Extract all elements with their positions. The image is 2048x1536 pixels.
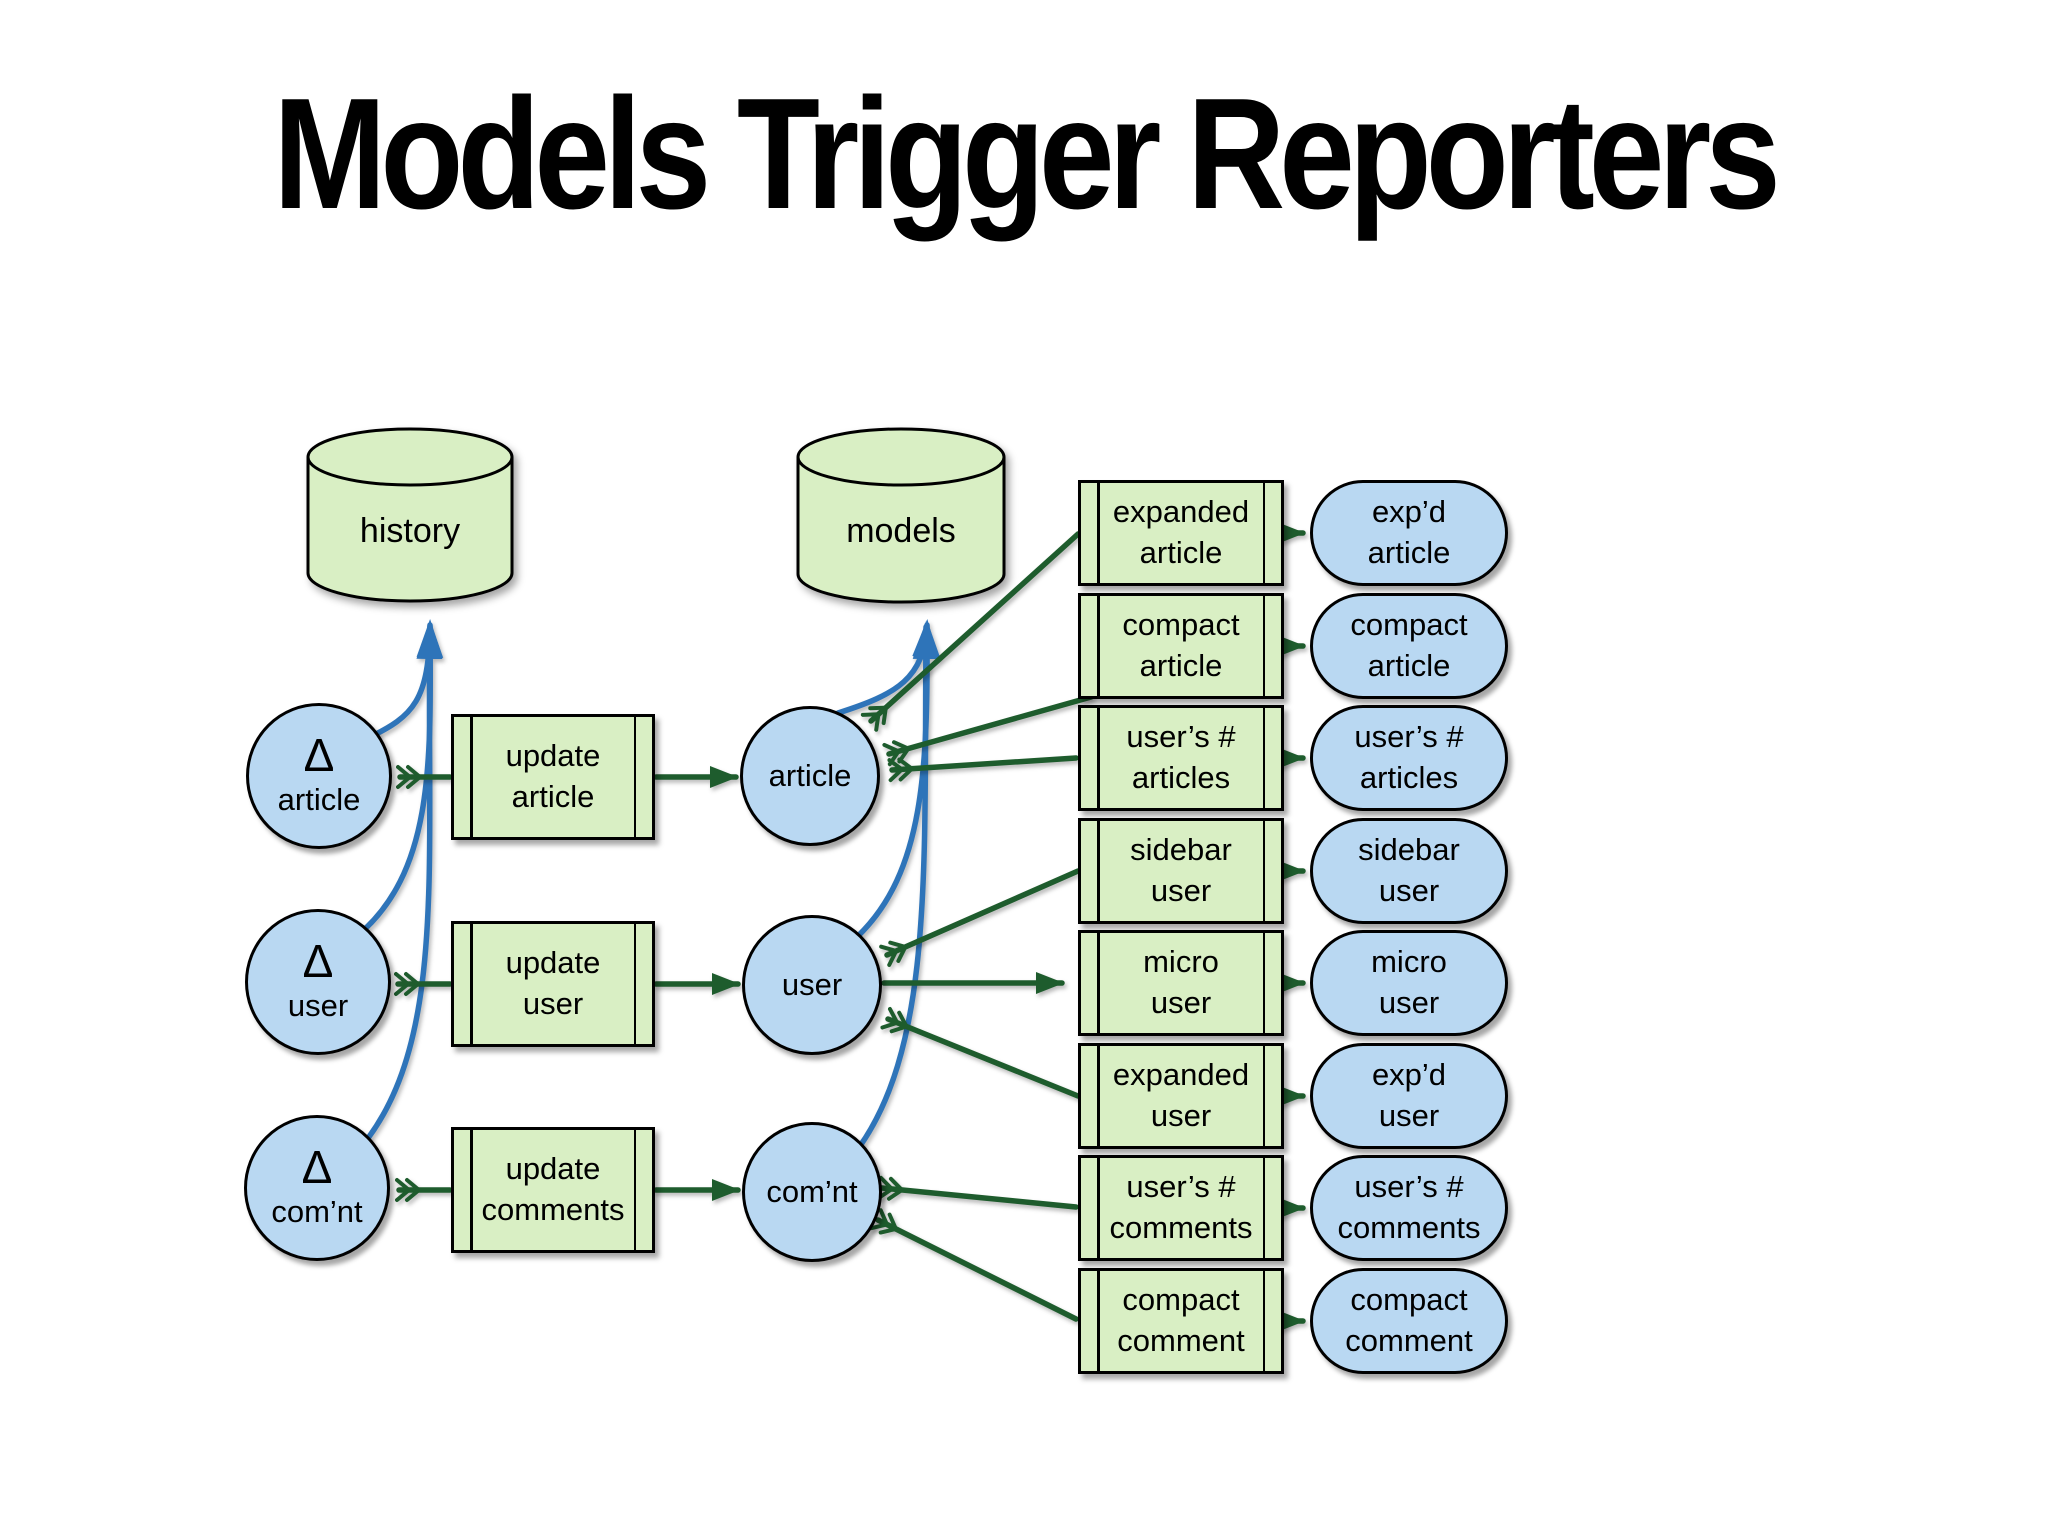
- output-users-num-articles: user’s # articles: [1310, 705, 1508, 811]
- edge-article-to-compact-article: [882, 694, 1094, 767]
- output-micro-user: micro user: [1310, 930, 1508, 1036]
- process-label-line2: user: [522, 986, 584, 1021]
- reporter-label-line1: user’s #: [1126, 1169, 1236, 1205]
- edge-comment-to-users-num-comments: [877, 1175, 1079, 1210]
- output-label-line2: user: [1378, 985, 1440, 1020]
- node-label: user: [781, 966, 843, 1002]
- output-label-line1: compact: [1350, 1282, 1468, 1318]
- node-delta-comment: Δ com’nt: [244, 1115, 390, 1261]
- process-label-line1: update: [505, 945, 601, 981]
- models-cylinder: [796, 427, 1006, 604]
- reporter-label-line2: user: [1150, 1098, 1212, 1133]
- reporter-label-line2: article: [1139, 535, 1223, 570]
- reporter-label-line2: user: [1150, 873, 1212, 908]
- delta-symbol: Δ: [303, 729, 335, 782]
- reporter-expanded-user: expanded user: [1078, 1043, 1284, 1149]
- output-sidebar-user: sidebar user: [1310, 818, 1508, 924]
- reporter-micro-user: micro user: [1078, 930, 1284, 1036]
- output-label-line1: compact: [1350, 607, 1468, 643]
- node-delta-article: Δ article: [246, 703, 392, 849]
- edge-article-to-models: [835, 619, 939, 716]
- reporter-compact-comment: compact comment: [1078, 1268, 1284, 1374]
- reporter-users-num-comments: user’s # comments: [1078, 1155, 1284, 1261]
- output-label-line2: article: [1367, 535, 1451, 570]
- output-label-line2: comment: [1345, 1323, 1473, 1358]
- output-expd-user: exp’d user: [1310, 1043, 1508, 1149]
- reporter-label-line2: comments: [1109, 1210, 1253, 1245]
- process-label-line2: comments: [481, 1192, 625, 1227]
- output-label-line1: user’s #: [1354, 1169, 1464, 1205]
- node-label: article: [277, 781, 361, 817]
- output-label-line2: comments: [1337, 1210, 1481, 1245]
- output-label-line2: user: [1378, 873, 1440, 908]
- reporter-label-line1: user’s #: [1126, 719, 1236, 755]
- reporter-label-line2: articles: [1131, 760, 1231, 795]
- page-title: Models Trigger Reporters: [273, 66, 1781, 242]
- output-expd-article: exp’d article: [1310, 480, 1508, 586]
- edge-article-to-expanded-article: [860, 531, 1081, 732]
- reporter-label-line2: comment: [1117, 1323, 1245, 1358]
- process-update-article: update article: [451, 714, 655, 840]
- process-update-comments: update comments: [451, 1127, 655, 1253]
- output-label-line1: exp’d: [1371, 1057, 1447, 1093]
- edge-user-to-sidebar-user: [879, 868, 1081, 967]
- delta-symbol: Δ: [302, 935, 334, 988]
- edge-article-to-users-num-articles: [887, 755, 1079, 783]
- edge-delta-article-to-history: [365, 619, 443, 741]
- reporter-label-line1: sidebar: [1130, 832, 1232, 868]
- reporter-label-line2: user: [1150, 985, 1212, 1020]
- reporter-sidebar-user: sidebar user: [1078, 818, 1284, 924]
- reporter-label-line2: article: [1139, 648, 1223, 683]
- output-users-num-comments: user’s # comments: [1310, 1155, 1508, 1261]
- output-label-line1: exp’d: [1371, 494, 1447, 530]
- process-label-line2: article: [511, 779, 595, 814]
- node-label: article: [768, 757, 852, 793]
- history-label: history: [359, 512, 461, 550]
- output-label-line2: articles: [1359, 760, 1459, 795]
- delta-symbol: Δ: [301, 1141, 333, 1194]
- edge-comment-to-models: [857, 621, 939, 1149]
- reporter-expanded-article: expanded article: [1078, 480, 1284, 586]
- node-label: com’nt: [766, 1173, 858, 1209]
- reporter-users-num-articles: user’s # articles: [1078, 705, 1284, 811]
- reporter-label-line1: expanded: [1112, 494, 1250, 530]
- process-label-line1: update: [505, 1151, 601, 1187]
- history-cylinder: [306, 427, 514, 603]
- output-label-line2: user: [1378, 1098, 1440, 1133]
- edge-user-to-expanded-user: [880, 1006, 1081, 1099]
- node-article: article: [740, 706, 880, 846]
- process-update-user: update user: [451, 921, 655, 1047]
- output-label-line2: article: [1367, 648, 1451, 683]
- output-label-line1: sidebar: [1358, 832, 1460, 868]
- reporter-label-line1: compact: [1122, 607, 1240, 643]
- edge-delta-comment-to-history: [359, 621, 443, 1149]
- reporter-label-line1: compact: [1122, 1282, 1240, 1318]
- reporter-label-line1: expanded: [1112, 1057, 1250, 1093]
- process-label-line1: update: [505, 738, 601, 774]
- output-compact-article: compact article: [1310, 593, 1508, 699]
- node-label: user: [287, 987, 349, 1023]
- node-delta-user: Δ user: [245, 909, 391, 1055]
- output-compact-comment: compact comment: [1310, 1268, 1508, 1374]
- node-comment: com’nt: [742, 1122, 882, 1262]
- node-label: com’nt: [271, 1193, 363, 1229]
- reporter-label-line1: micro: [1143, 944, 1219, 980]
- output-label-line1: user’s #: [1354, 719, 1464, 755]
- models-label: models: [846, 512, 956, 550]
- node-user: user: [742, 915, 882, 1055]
- output-label-line1: micro: [1371, 944, 1447, 980]
- reporter-compact-article: compact article: [1078, 593, 1284, 699]
- edge-comment-to-compact-comment: [869, 1208, 1079, 1322]
